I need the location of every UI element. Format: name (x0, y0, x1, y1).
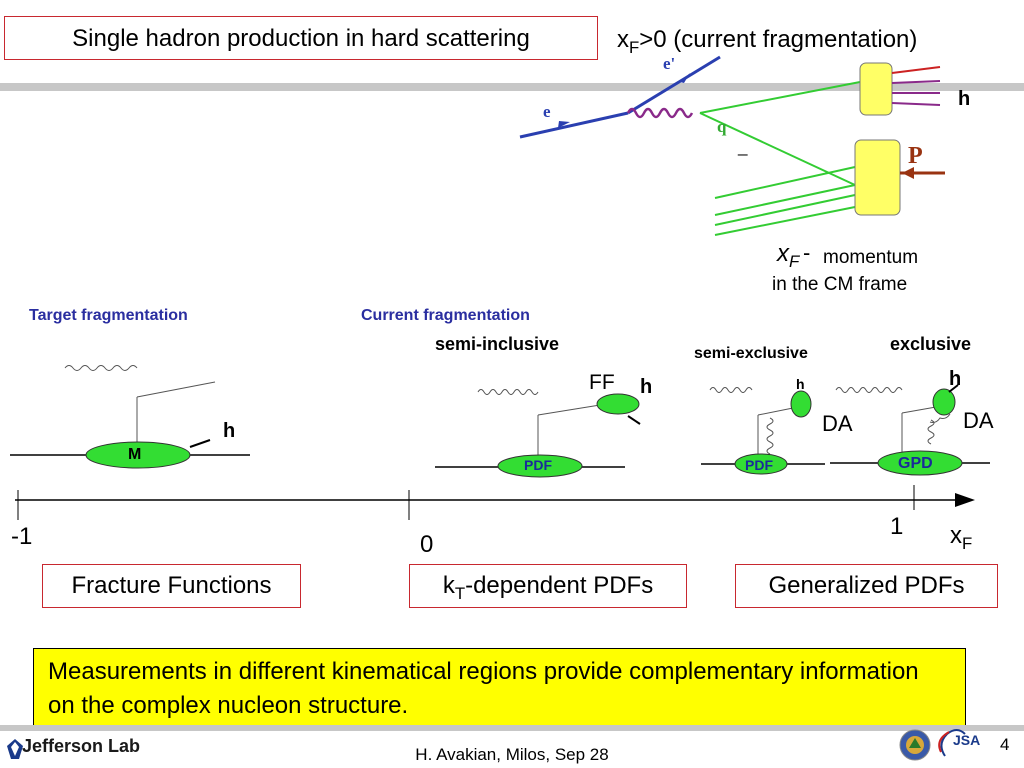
electron-arrow (558, 121, 570, 128)
hadron-label-4: h (949, 368, 962, 390)
hadron-label-3: h (796, 376, 805, 392)
xf-heading: xF>0 (current fragmentation) (617, 26, 918, 57)
semi-exclusive-diagram (701, 387, 825, 475)
semi-inclusive-diagram (435, 389, 641, 478)
dash-label: _ (738, 137, 748, 156)
hadron-label-1: h (223, 420, 236, 442)
proton-label: P (908, 143, 923, 169)
footer-text: H. Avakian, Milos, Sep 28 (415, 745, 609, 764)
scattering-diagram (519, 55, 945, 236)
xf-definition-line2: in the CM frame (772, 274, 908, 295)
axis-label-zero: 0 (420, 531, 434, 558)
fracture-functions-box: Fracture Functions (42, 564, 301, 608)
axis-label-xf: xF (950, 522, 973, 553)
photon-line (626, 107, 694, 119)
pdf-blob-2-label: PDF (745, 457, 773, 473)
proton-blob (854, 139, 901, 216)
semi-exclusive-label: semi-exclusive (694, 345, 808, 362)
da-blob-2 (932, 388, 956, 416)
generalized-pdfs-box: Generalized PDFs (735, 564, 998, 608)
pdf-blob-1 (497, 454, 583, 478)
jsa-logo: JSA (935, 728, 985, 760)
da-label-2: DA (963, 408, 994, 433)
current-fragmentation-label: Current fragmentation (361, 307, 530, 324)
da-blob-1 (790, 390, 812, 418)
outgoing-electron-line (627, 55, 721, 115)
semi-inclusive-label: semi-inclusive (435, 334, 560, 354)
e-label: e (543, 102, 551, 121)
ff-blob (596, 393, 640, 415)
page-number: 4 (1000, 735, 1010, 754)
axis-arrow (955, 493, 975, 507)
xf-definition-symbol: xF (777, 240, 800, 271)
pdf-blob-2 (734, 453, 788, 475)
m-blob (85, 441, 191, 469)
eprime-label: e' (663, 54, 676, 73)
gpd-blob (877, 450, 963, 476)
xf-axis (15, 485, 975, 520)
m-blob-label: M (128, 446, 142, 463)
hadron-label-2: h (640, 376, 653, 398)
axis-label-one: 1 (890, 513, 904, 540)
quark-up-line (699, 81, 861, 114)
slide-title: Single hadron production in hard scatter… (4, 16, 598, 60)
electron-arrow-out (680, 73, 690, 83)
ff-label: FF (589, 371, 615, 394)
hadron-label-top: h (958, 88, 971, 110)
exclusive-label: exclusive (890, 334, 972, 354)
pdf-blob-1-label: PDF (524, 457, 552, 473)
kt-dependent-pdfs-box: kT-dependent PDFs (409, 564, 687, 608)
axis-label-minus-one: -1 (11, 523, 33, 550)
jefferson-lab-logo: Jefferson Lab (6, 736, 166, 764)
footer-bar (0, 725, 1024, 731)
gpd-blob-label: GPD (898, 455, 933, 472)
q-label: q (717, 117, 727, 136)
incoming-electron-line (519, 111, 629, 139)
summary-note: Measurements in different kinematical re… (33, 648, 966, 728)
header-bar (0, 83, 1024, 91)
fragmentation-blob (859, 62, 893, 116)
target-fragmentation-label: Target fragmentation (29, 307, 188, 324)
exclusive-diagram (830, 384, 990, 476)
doe-seal-icon (899, 729, 931, 761)
xf-definition-line1: momentum (823, 247, 919, 268)
xf-definition-dash: - (803, 240, 811, 265)
da-label-1: DA (822, 411, 853, 436)
target-fragmentation-diagram (10, 365, 250, 469)
